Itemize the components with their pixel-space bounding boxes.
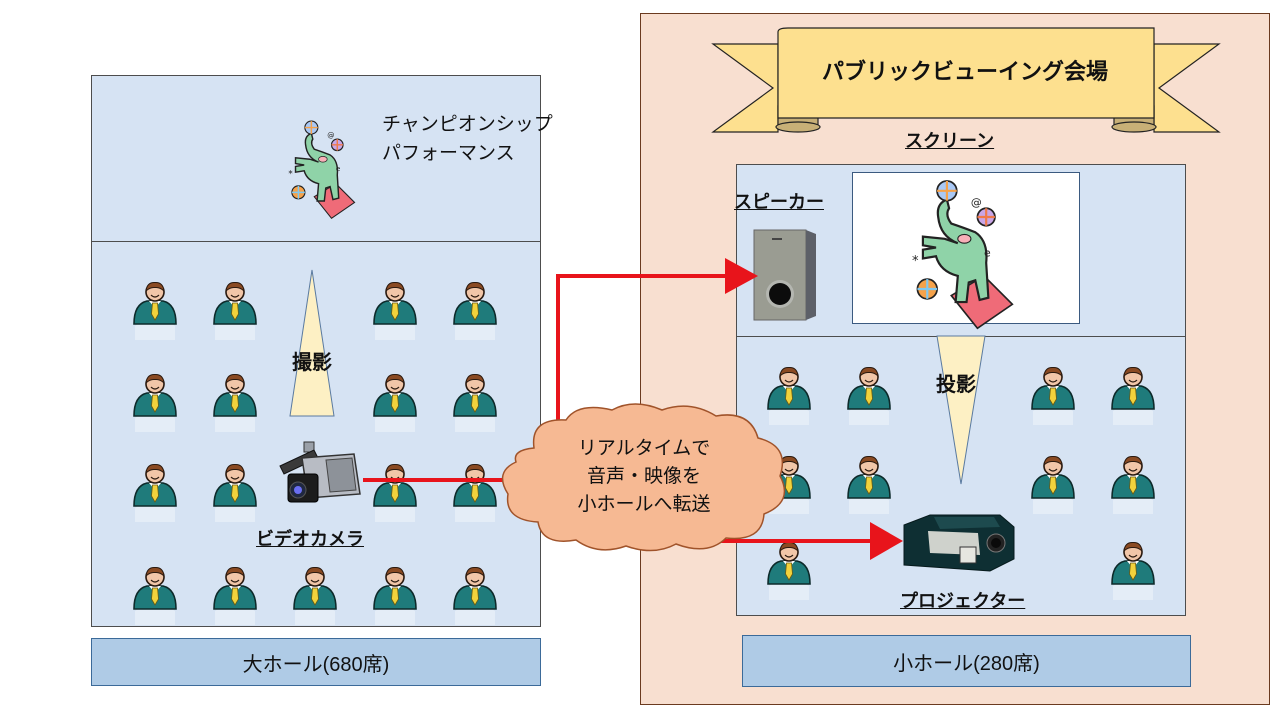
shooting-beam-icon — [289, 269, 335, 417]
person-icon — [847, 366, 891, 426]
banner-ribbon — [711, 27, 1221, 133]
person-icon — [1031, 455, 1075, 515]
speaker-icon — [753, 229, 816, 321]
small-hall-name: 小ホール(280席) — [742, 635, 1191, 687]
speaker-label: スピーカー — [734, 192, 824, 213]
cloud-line2: 音声・映像を — [586, 465, 701, 487]
video-camera-label: ビデオカメラ — [256, 529, 364, 550]
person-icon — [1111, 541, 1155, 601]
person-icon — [1031, 366, 1075, 426]
stage-caption: チャンピオンシップ パフォーマンス — [382, 110, 553, 168]
projector-label: プロジェクター — [900, 591, 1026, 612]
projection-beam-icon — [936, 335, 986, 485]
transfer-cloud-text: リアルタイムで 音声・映像を 小ホールへ転送 — [530, 434, 758, 518]
transfer-cloud-shape — [501, 403, 786, 552]
video-camera-icon — [279, 441, 361, 503]
projection-label: 投影 — [936, 372, 976, 396]
banner-title: パブリックビューイング会場 — [821, 60, 1108, 85]
person-icon — [1111, 455, 1155, 515]
stage-caption-line1: チャンピオンシップ — [382, 113, 553, 135]
person-icon — [847, 455, 891, 515]
projector-icon — [903, 514, 1015, 572]
stage-caption-line2: パフォーマンス — [382, 142, 515, 164]
screen-label: スクリーン — [905, 131, 995, 152]
person-icon — [1111, 366, 1155, 426]
cloud-line3: 小ホールへ転送 — [577, 493, 711, 515]
large-hall-name: 大ホール(680席) — [91, 638, 541, 686]
shoot-label: 撮影 — [292, 350, 332, 374]
cloud-line1: リアルタイムで — [577, 437, 711, 459]
